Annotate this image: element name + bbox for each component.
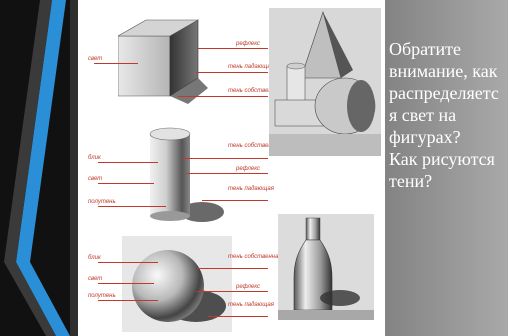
question-line: Как рисуются [389, 148, 507, 170]
cylinder-drawing [144, 124, 224, 224]
sphere-drawing [122, 236, 232, 332]
left-decorative-chevron [0, 0, 80, 336]
cylinder-label-reflex: рефлекс [236, 166, 260, 173]
question-line: я свет на [389, 104, 507, 126]
sphere-label-highlight: блик [88, 255, 101, 262]
question-text: Обратите внимание, как распределяетс я с… [389, 38, 507, 192]
question-line: внимание, как [389, 60, 507, 82]
question-line: фигурах? [389, 126, 507, 148]
geometric-still-life-drawing [269, 8, 381, 156]
bottle-drawing [278, 214, 374, 320]
sphere-label-halftone: полутень [88, 293, 116, 300]
cube-drawing [118, 14, 208, 104]
cube-label-reflex: рефлекс [236, 41, 260, 48]
cube-label-cast-shadow: тень падающая [228, 64, 274, 71]
sphere-label-cast-shadow: тень падающая [228, 302, 274, 309]
sphere-label-light: свет [88, 276, 102, 283]
question-line: Обратите [389, 38, 507, 60]
cylinder-label-light: свет [88, 176, 102, 183]
shading-illustration-panel: свет рефлекс тень падающая тень собствен… [78, 0, 385, 336]
cube-label-light: свет [88, 56, 102, 63]
cylinder-label-highlight: блик [88, 155, 101, 162]
sphere-label-own-shadow: тень собственная [228, 254, 282, 261]
cylinder-label-halftone: полутень [88, 199, 116, 206]
cylinder-label-cast-shadow: тень падающая [228, 186, 274, 193]
sphere-label-reflex: рефлекс [236, 284, 260, 291]
question-line: тени? [389, 170, 507, 192]
question-line: распределяетс [389, 82, 507, 104]
